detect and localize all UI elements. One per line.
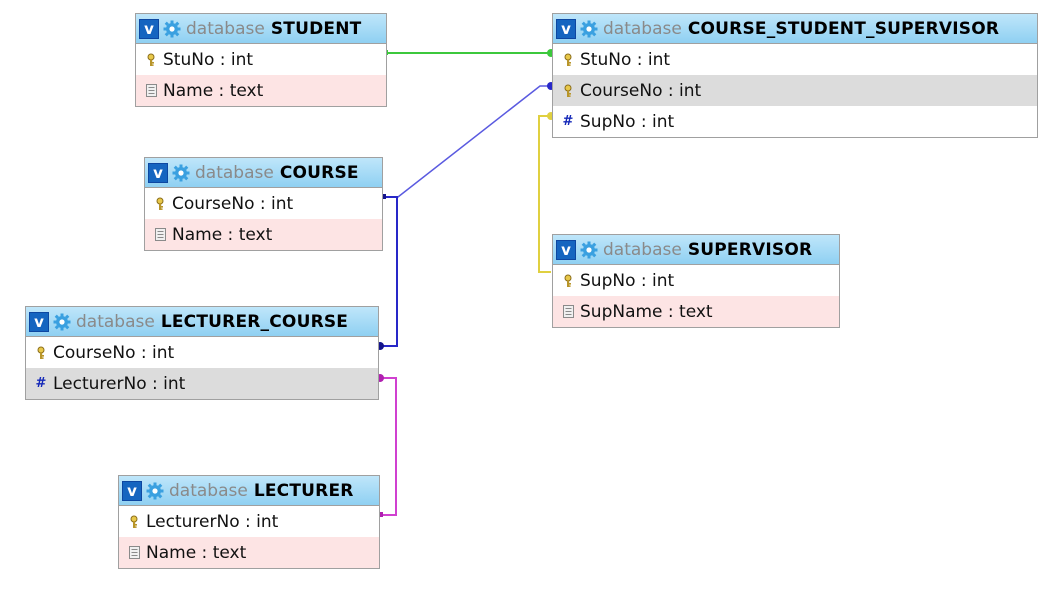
field-label: SupNo : int [580,111,675,132]
database-label: database [76,311,155,332]
table-name: STUDENT [270,18,362,39]
field-label: LecturerNo : int [146,511,279,532]
field-row[interactable]: StuNo : int [136,44,386,75]
field-label: Name : text [172,224,273,245]
gear-icon[interactable] [52,312,72,332]
field-label: SupName : text [580,301,713,322]
toggle-columns-button[interactable]: v [556,239,576,260]
field-row[interactable]: SupNo : int [553,265,839,296]
field-label: LecturerNo : int [53,373,186,394]
table-name: LECTURER_COURSE [160,311,349,332]
field-row[interactable]: Name : text [119,537,379,568]
field-row[interactable]: CourseNo : int [553,75,1037,106]
index-icon: # [35,376,47,391]
table-name: LECTURER [253,480,354,501]
gear-icon[interactable] [171,163,191,183]
relation-endpoint [381,194,386,199]
key-icon [142,53,160,67]
field-label: Name : text [146,542,247,563]
field-row[interactable]: StuNo : int [553,44,1037,75]
text-field-icon [559,305,577,318]
field-row[interactable]: LecturerNo : int [119,506,379,537]
field-row[interactable]: CourseNo : int [145,188,382,219]
field-label: CourseNo : int [53,342,175,363]
key-icon [151,197,169,211]
relation-course-css [383,85,551,198]
field-row[interactable]: # LecturerNo : int [26,368,378,399]
text-field-icon [151,228,169,241]
toggle-columns-button[interactable]: v [139,18,159,39]
field-label: StuNo : int [163,49,254,70]
gear-icon[interactable] [579,240,599,260]
relation-course-lecturer-course [380,196,398,347]
table-name: COURSE [279,162,359,183]
gear-icon[interactable] [145,481,165,501]
field-label: Name : text [163,80,264,101]
field-row[interactable]: SupName : text [553,296,839,327]
database-label: database [195,162,274,183]
key-icon [559,53,577,67]
key-icon [125,515,143,529]
toggle-columns-button[interactable]: v [556,18,576,39]
field-row[interactable]: # SupNo : int [553,106,1037,137]
toggle-columns-button[interactable]: v [148,162,168,183]
text-field-icon [125,546,143,559]
toggle-columns-button[interactable]: v [122,480,142,501]
index-icon: # [562,114,574,129]
field-label: SupNo : int [580,270,675,291]
table-name: SUPERVISOR [687,239,813,260]
table-name: COURSE_STUDENT_SUPERVISOR [687,18,1000,39]
field-label: CourseNo : int [580,80,702,101]
field-row[interactable]: Name : text [136,75,386,106]
relation-supervisor-css [538,115,551,273]
relation-lecturer-lecturer-course [380,377,397,516]
database-label: database [603,18,682,39]
field-label: StuNo : int [580,49,671,70]
gear-icon[interactable] [162,19,182,39]
gear-icon[interactable] [579,19,599,39]
toggle-columns-button[interactable]: v [29,311,49,332]
relation-endpoint [378,512,383,517]
database-label: database [603,239,682,260]
key-icon [32,346,50,360]
key-icon [559,274,577,288]
text-field-icon [142,84,160,97]
field-label: CourseNo : int [172,193,294,214]
key-icon [559,84,577,98]
database-label: database [186,18,265,39]
database-label: database [169,480,248,501]
field-row[interactable]: Name : text [145,219,382,250]
field-row[interactable]: CourseNo : int [26,337,378,368]
